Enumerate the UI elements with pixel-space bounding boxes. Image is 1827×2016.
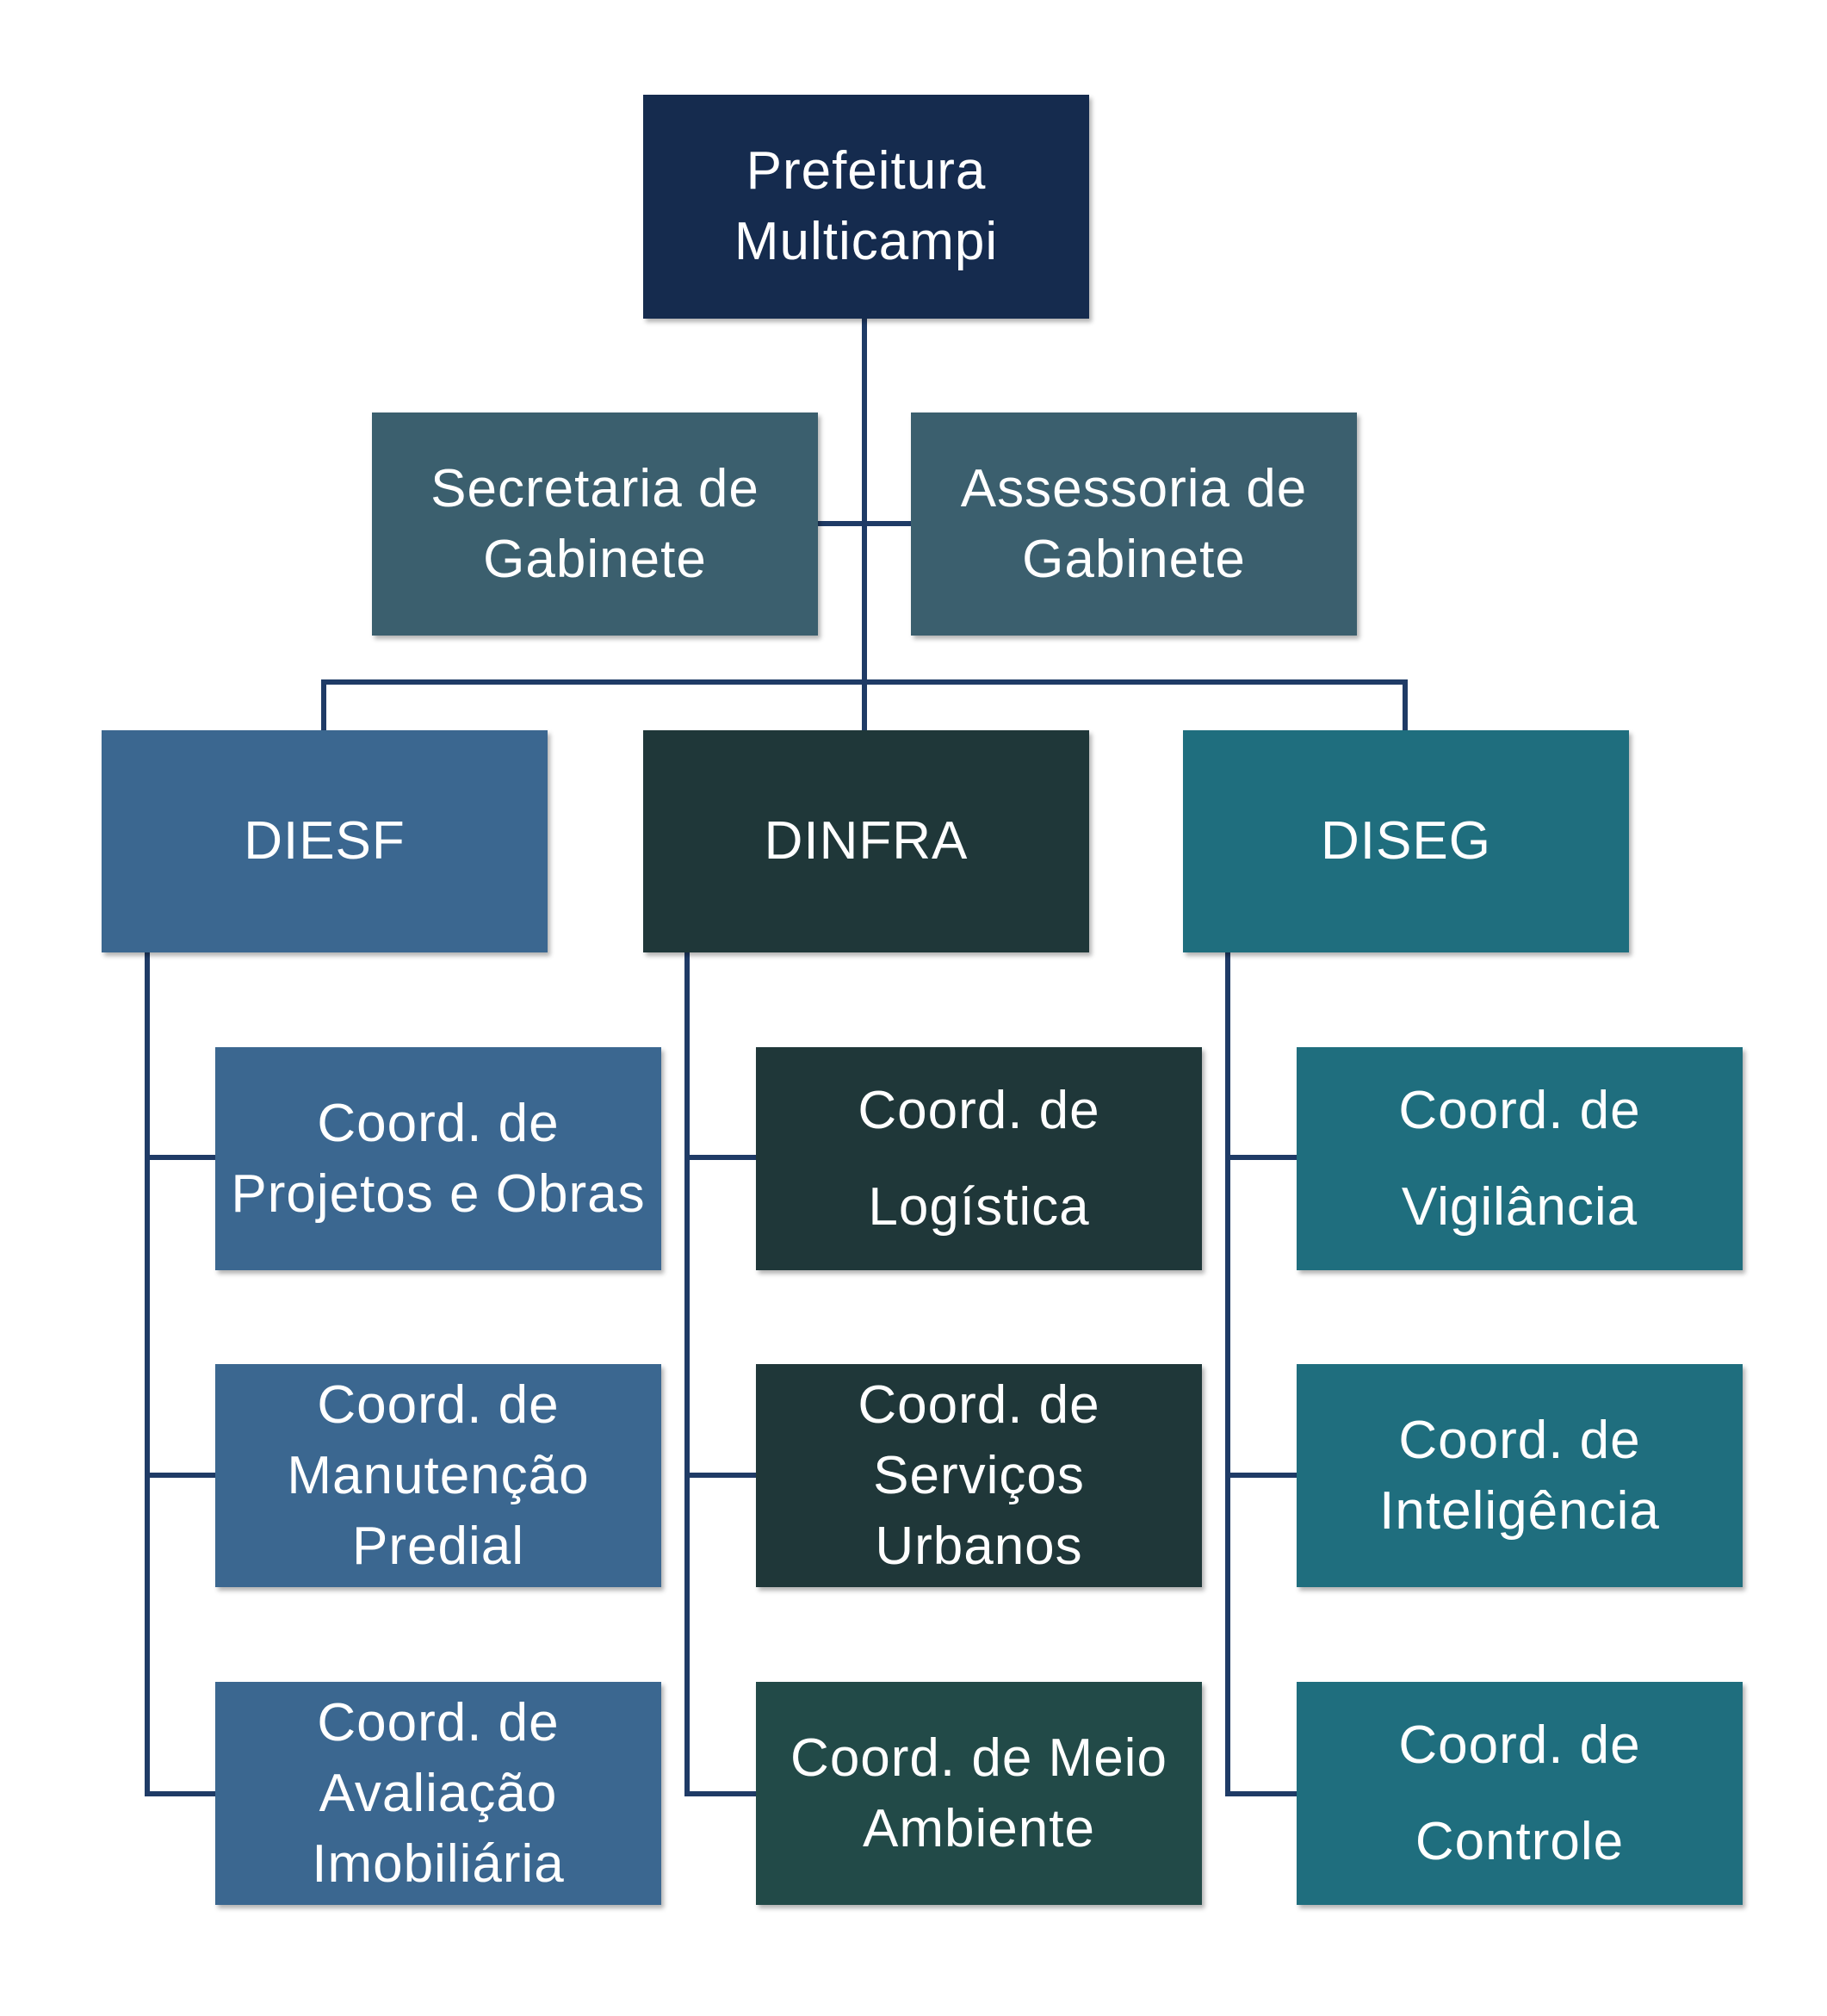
- node-label: DISEG: [1321, 811, 1491, 871]
- node-label-line: Coord. de: [317, 1692, 560, 1752]
- node-label-line: Coord. de: [858, 1080, 1100, 1140]
- node-label: DINFRA: [764, 811, 969, 871]
- node-label-line: Urbanos: [875, 1516, 1083, 1576]
- node-label-line: Predial: [352, 1516, 524, 1576]
- node-label-line: Serviços: [873, 1445, 1085, 1505]
- node-label-line: Manutenção: [287, 1445, 590, 1505]
- coord-meio-ambiente-node: Coord. de Meio Ambiente: [756, 1682, 1202, 1905]
- node-label-line: Coord. de: [1398, 1715, 1641, 1775]
- coord-manutencao-predial-node: Coord. de Manutenção Predial: [215, 1364, 661, 1587]
- node-label-line: Avaliação: [319, 1763, 558, 1823]
- coord-servicos-urbanos-node: Coord. de Serviços Urbanos: [756, 1364, 1202, 1587]
- node-label-line: Coord. de: [1398, 1080, 1641, 1140]
- coord-avaliacao-imobiliaria-node: Coord. de Avaliação Imobiliária: [215, 1682, 661, 1905]
- node-label-line: Coord. de: [858, 1374, 1100, 1435]
- coord-controle-node: Coord. de Controle: [1297, 1682, 1743, 1905]
- node-label-line: Logística: [868, 1176, 1090, 1237]
- node-label-line: Secretaria de: [430, 458, 759, 518]
- node-label-line: Assessoria de: [960, 458, 1308, 518]
- diesf-node: DIESF: [102, 730, 548, 952]
- assessoria-gabinete-node: Assessoria de Gabinete: [911, 413, 1357, 636]
- coord-vigilancia-node: Coord. de Vigilância: [1297, 1047, 1743, 1270]
- node-label-line: Coord. de: [317, 1093, 560, 1153]
- node-label-line: Coord. de: [1398, 1410, 1641, 1470]
- coord-inteligencia-node: Coord. de Inteligência: [1297, 1364, 1743, 1587]
- root-node: Prefeitura Multicampi: [643, 95, 1089, 319]
- node-label-line: Coord. de Meio: [790, 1728, 1167, 1788]
- diseg-node: DISEG: [1183, 730, 1629, 952]
- node-label-line: Gabinete: [483, 529, 707, 589]
- node-label-line: Projetos e Obras: [231, 1163, 646, 1224]
- node-label-line: Ambiente: [863, 1798, 1095, 1858]
- root-label-line: Multicampi: [734, 212, 999, 271]
- node-label: DIESF: [244, 811, 406, 871]
- node-label-line: Gabinete: [1022, 529, 1246, 589]
- dinfra-node: DINFRA: [643, 730, 1089, 952]
- secretaria-gabinete-node: Secretaria de Gabinete: [372, 413, 818, 636]
- node-label-line: Controle: [1415, 1811, 1625, 1871]
- node-label-line: Inteligência: [1379, 1480, 1660, 1541]
- coord-projetos-obras-node: Coord. de Projetos e Obras: [215, 1047, 661, 1270]
- node-label-line: Vigilância: [1401, 1176, 1638, 1237]
- root-label-line: Prefeitura: [746, 141, 987, 201]
- node-label-line: Imobiliária: [312, 1833, 565, 1894]
- coord-logistica-node: Coord. de Logística: [756, 1047, 1202, 1270]
- node-label-line: Coord. de: [317, 1374, 560, 1435]
